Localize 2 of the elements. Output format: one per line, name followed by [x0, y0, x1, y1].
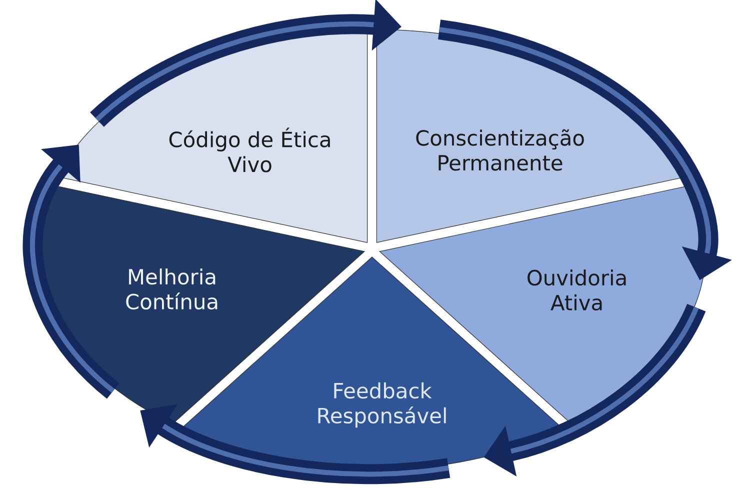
- pie-segment: Conscientização Permanente: [376, 29, 688, 243]
- pie-segment: Código de Ética Vivo: [56, 29, 368, 243]
